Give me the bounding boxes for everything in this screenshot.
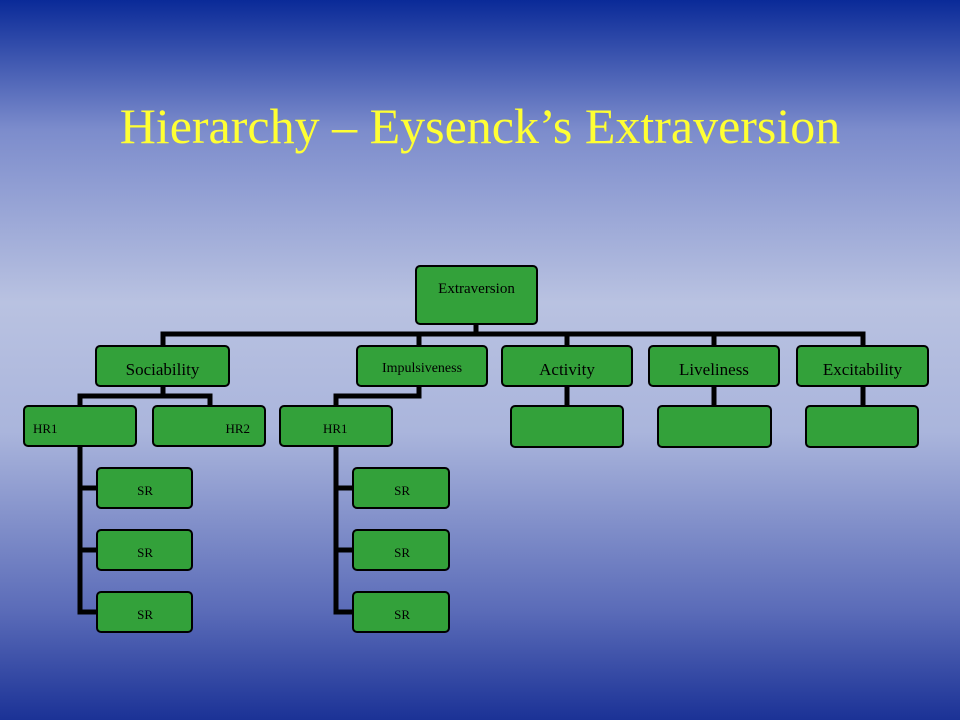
node-extraversion: Extraversion xyxy=(415,265,538,325)
node-impulsiveness-sr-2: SR xyxy=(352,529,450,571)
slide-title: Hierarchy – Eysenck’s Extraversion xyxy=(119,98,841,154)
node-sociability: Sociability xyxy=(95,345,230,387)
node-sociability-hr1-label: HR1 xyxy=(33,421,58,436)
node-sociability-hr2: HR2 xyxy=(152,405,266,447)
node-activity-label: Activity xyxy=(539,360,595,379)
node-sociability-sr-1: SR xyxy=(96,467,193,509)
node-impulsiveness-sr-3: SR xyxy=(352,591,450,633)
node-activity-child xyxy=(510,405,624,448)
node-impulsiveness-sr-1: SR xyxy=(352,467,450,509)
node-sociability-sr-2-label: SR xyxy=(137,545,153,560)
node-extraversion-label: Extraversion xyxy=(438,281,515,297)
node-activity: Activity xyxy=(501,345,633,387)
node-impulsiveness-hr1-label: HR1 xyxy=(323,421,348,436)
node-sociability-label: Sociability xyxy=(125,360,200,379)
node-sociability-hr1: HR1 xyxy=(23,405,137,447)
node-sociability-sr-1-label: SR xyxy=(137,483,153,498)
node-liveliness-label: Liveliness xyxy=(679,360,749,379)
node-sociability-sr-3: SR xyxy=(96,591,193,633)
node-sociability-hr2-label: HR2 xyxy=(225,421,250,436)
node-sociability-sr-2: SR xyxy=(96,529,193,571)
node-sociability-sr-3-label: SR xyxy=(137,607,153,622)
node-impulsiveness: Impulsiveness xyxy=(356,345,488,387)
node-liveliness-child xyxy=(657,405,772,448)
node-impulsiveness-sr-1-label: SR xyxy=(394,483,410,498)
node-impulsiveness-hr1: HR1 xyxy=(279,405,393,447)
node-excitability-label: Excitability xyxy=(822,360,903,379)
node-impulsiveness-sr-3-label: SR xyxy=(394,607,410,622)
node-excitability-child xyxy=(805,405,919,448)
node-liveliness: Liveliness xyxy=(648,345,780,387)
node-impulsiveness-label: Impulsiveness xyxy=(381,361,463,376)
node-excitability: Excitability xyxy=(796,345,929,387)
node-impulsiveness-sr-2-label: SR xyxy=(394,545,410,560)
